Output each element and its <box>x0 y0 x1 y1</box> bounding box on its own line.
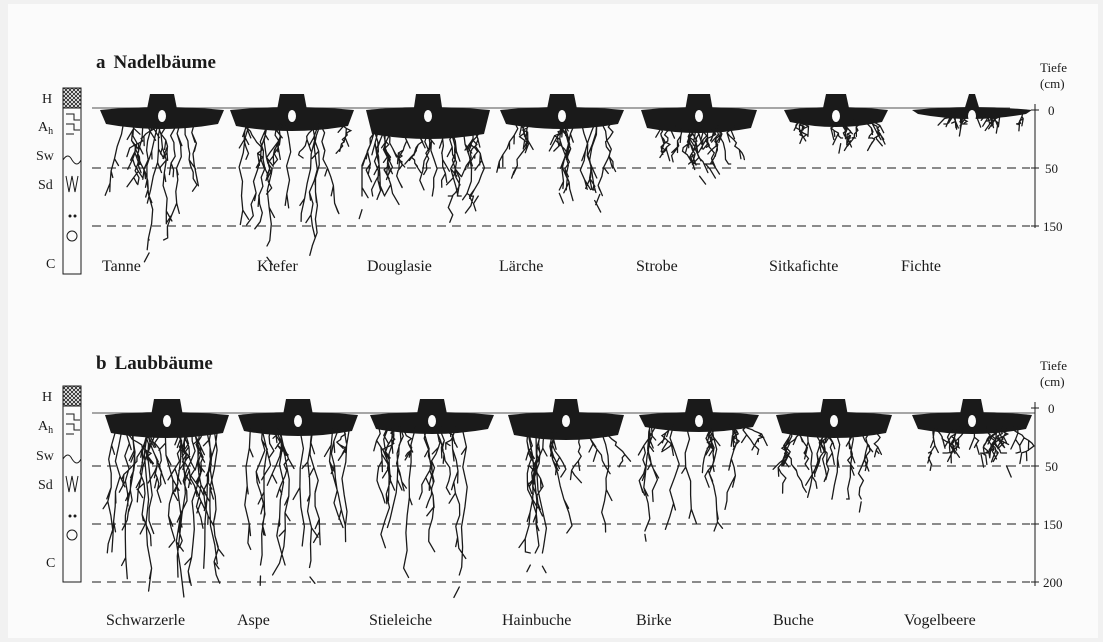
kiefer-root-drawing <box>230 94 354 265</box>
schwarzerle-root-drawing <box>103 399 229 597</box>
vogelbeere-root-drawing <box>912 399 1034 477</box>
horizon-sw-label: Sw <box>36 149 55 164</box>
tree-name-aspe: Aspe <box>237 612 270 629</box>
hainbuche-root-drawing <box>508 399 631 573</box>
tree-name-sitkafichte: Sitkafichte <box>769 258 838 275</box>
fichte-root-drawing <box>912 94 1032 136</box>
axis-title-tiefe: Tiefe <box>1040 60 1067 75</box>
tick-150: 150 <box>1043 517 1063 532</box>
panel-b: bLaubbäume H Ah Sw Sd C Tiefe (cm) 0 50 <box>36 353 1067 629</box>
roots-a <box>100 94 1032 265</box>
tree-name-fichte: Fichte <box>901 258 941 275</box>
tree-name-hainbuche: Hainbuche <box>502 612 571 629</box>
birke-root-drawing <box>638 399 767 541</box>
horizon-a-label: Ah <box>38 120 53 137</box>
tree-names-a: Tanne Kiefer Douglasie Lärche Strobe Sit… <box>102 258 941 275</box>
douglasie-root-drawing <box>359 94 490 222</box>
tick-0: 0 <box>1048 103 1055 118</box>
axis-title-tiefe: Tiefe <box>1040 358 1067 373</box>
tree-name-laerche: Lärche <box>499 258 543 275</box>
tick-150: 150 <box>1043 219 1063 234</box>
tree-name-birke: Birke <box>636 612 672 629</box>
horizon-h-label: H <box>42 390 52 405</box>
tree-name-douglasie: Douglasie <box>367 258 432 275</box>
horizon-sw-label: Sw <box>36 449 55 464</box>
tanne-root-drawing <box>100 94 224 262</box>
tick-0: 0 <box>1048 401 1055 416</box>
laerche-root-drawing <box>497 94 624 212</box>
depth-axis-a: Tiefe (cm) 0 50 150 <box>1031 60 1067 234</box>
roots-b <box>103 399 1034 597</box>
buche-root-drawing <box>773 399 892 512</box>
tick-50: 50 <box>1045 459 1058 474</box>
axis-title-unit: (cm) <box>1040 76 1065 91</box>
tree-name-vogelbeere: Vogelbeere <box>904 612 976 629</box>
tree-name-tanne: Tanne <box>102 258 141 275</box>
tree-name-stieleiche: Stieleiche <box>369 612 432 629</box>
horizon-c-label: C <box>46 556 55 571</box>
tree-names-b: Schwarzerle Aspe Stieleiche Hainbuche Bi… <box>106 612 976 629</box>
tick-50: 50 <box>1045 161 1058 176</box>
panel-a: aNadelbäume H Ah Sw Sd C Tiefe (cm) 0 50 <box>36 52 1067 275</box>
tree-name-strobe: Strobe <box>636 258 678 275</box>
soil-profile-b: H Ah Sw Sd C <box>36 386 81 582</box>
soil-profile-a: H Ah Sw Sd C <box>36 88 81 274</box>
tree-name-schwarzerle: Schwarzerle <box>106 612 185 629</box>
horizon-sd-label: Sd <box>38 478 53 493</box>
tree-name-kiefer: Kiefer <box>257 258 299 275</box>
axis-title-unit: (cm) <box>1040 374 1065 389</box>
panel-b-title: bLaubbäume <box>96 353 213 374</box>
horizon-h-label: H <box>42 92 52 107</box>
horizon-sd-label: Sd <box>38 178 53 193</box>
horizon-c-label: C <box>46 257 55 272</box>
strobe-root-drawing <box>641 94 757 184</box>
depth-axis-b: Tiefe (cm) 0 50 150 200 <box>1031 358 1067 590</box>
sitkafichte-root-drawing <box>784 94 888 153</box>
horizon-a-label: Ah <box>38 419 53 436</box>
tick-200: 200 <box>1043 575 1063 590</box>
stieleiche-root-drawing <box>370 399 494 597</box>
aspe-root-drawing <box>238 399 358 585</box>
panel-a-title: aNadelbäume <box>96 52 216 73</box>
tree-name-buche: Buche <box>773 612 814 629</box>
